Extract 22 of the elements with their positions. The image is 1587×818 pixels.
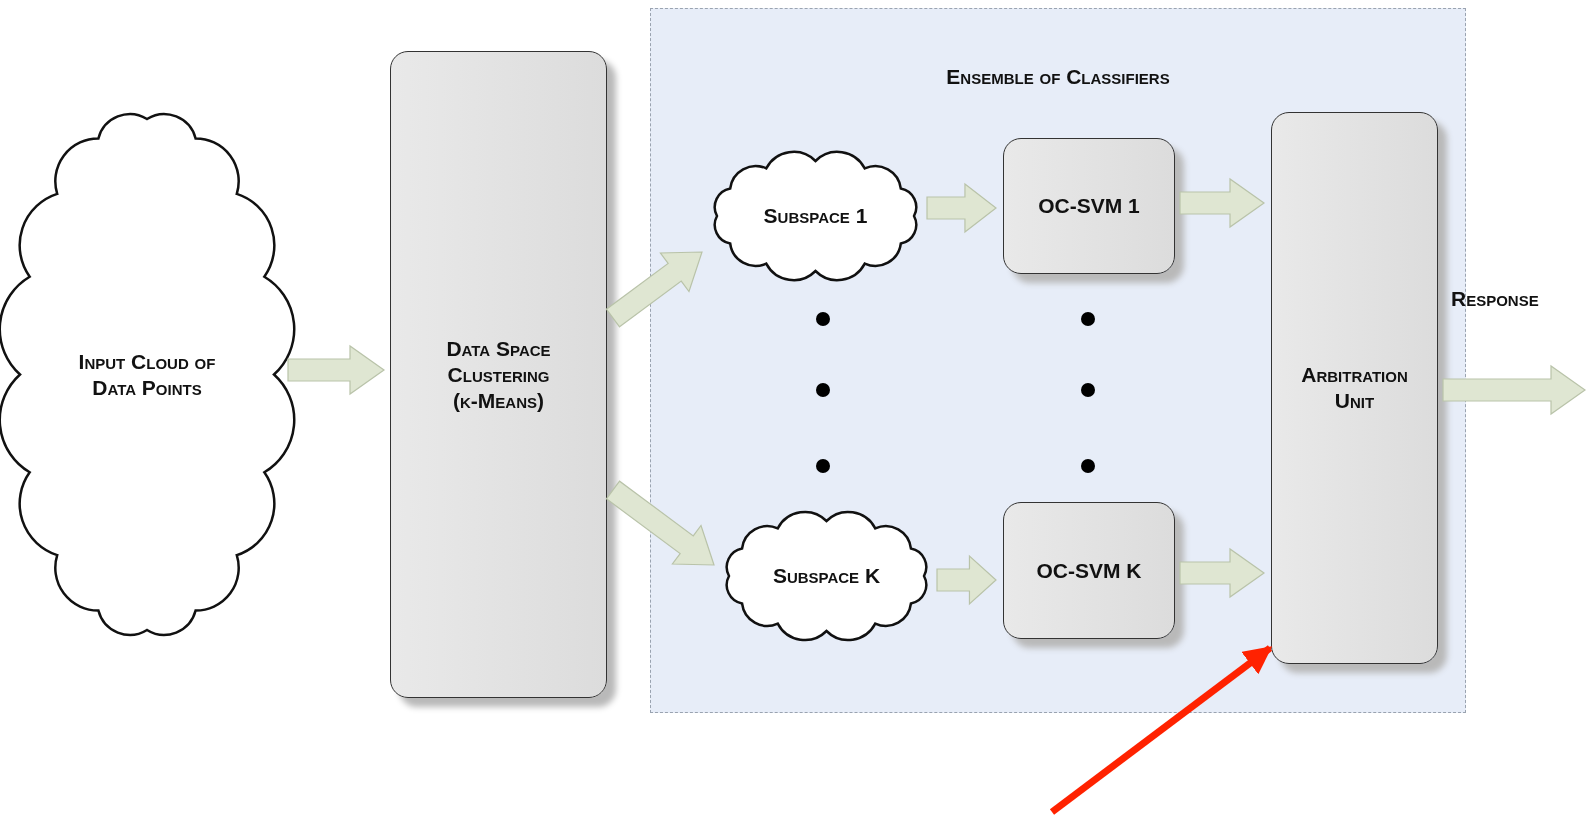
node-label: Data Space Clustering (k-Means)	[445, 335, 552, 414]
process-box	[1271, 112, 1438, 664]
block-arrow	[287, 344, 386, 396]
node-label: Subspace 1	[762, 202, 869, 229]
block-arrow	[605, 480, 715, 566]
block-arrow	[926, 182, 997, 234]
node-label: Arbitration Unit	[1300, 361, 1409, 414]
block-arrow	[605, 251, 703, 328]
node-label: OC-SVM K	[1035, 557, 1143, 584]
node-label: Subspace K	[771, 562, 882, 589]
node-label: OC-SVM 1	[1037, 192, 1141, 219]
block-arrow	[1179, 177, 1266, 229]
process-box	[1003, 138, 1175, 274]
block-arrow	[1179, 547, 1266, 599]
block-arrow	[1442, 364, 1587, 416]
group-title: Ensemble of Classifiers	[945, 64, 1171, 90]
process-box	[1003, 502, 1175, 639]
arrow	[1049, 645, 1273, 815]
edge-label: Response	[1451, 286, 1539, 312]
node-label: Input Cloud of Data Points	[77, 348, 217, 401]
process-box	[390, 51, 607, 698]
block-arrow	[936, 554, 997, 606]
